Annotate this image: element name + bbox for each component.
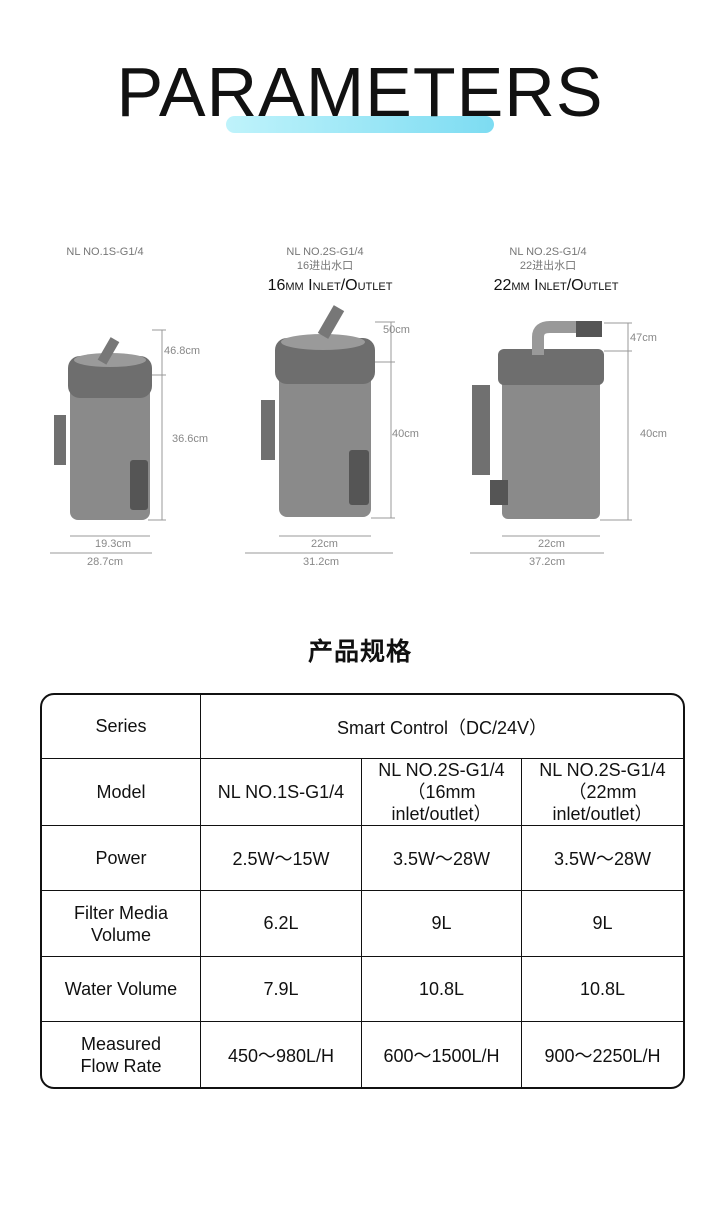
dim-total-height: 50cm [383,324,410,336]
table-cell: 2.5W～15W [201,826,362,891]
table-cell: NL NO.2S-G1/4 （22mm inlet/outlet） [522,759,683,826]
dim-body-height: 40cm [392,428,419,440]
spec-table: Series Smart Control（DC/24V） Model NL NO… [40,693,685,1089]
table-cell: NL NO.1S-G1/4 [201,759,362,826]
dim-total-width: 28.7cm [87,556,124,568]
table-row: Water Volume 7.9L 10.8L 10.8L [42,957,683,1022]
table-cell: 6.2L [201,891,362,957]
section-title: 产品规格 [307,638,412,666]
table-row: Measured Flow Rate 450～980L/H 600～1500L/… [42,1022,683,1087]
table-row: Power 2.5W～15W 3.5W～28W 3.5W～28W [42,826,683,891]
series-value-cell: Smart Control（DC/24V） [201,695,683,759]
table-cell: 600～1500L/H [362,1022,522,1087]
table-cell: 9L [522,891,683,957]
product-model-label: NL NO.2S-G1/4 [286,246,364,258]
dim-base-width: 19.3cm [95,538,132,550]
row-header-cell: Filter Media Volume [42,891,201,957]
product-inlet-label: 22mm Inlet/Outlet [493,277,619,294]
row-header-cell: Power [42,826,201,891]
dim-body-height: 36.6cm [172,433,209,445]
row-header-cell: Water Volume [42,957,201,1022]
filter-canister-illustration [50,329,166,554]
table-cell: NL NO.2S-G1/4 （16mm inlet/outlet） [362,759,522,826]
table-row: Filter Media Volume 6.2L 9L 9L [42,891,683,957]
table-cell: 900～2250L/H [544,1045,661,1066]
table-cell: 3.5W～28W [362,826,522,891]
dim-total-height: 47cm [630,332,657,344]
row-header-cell: Series [42,695,201,759]
dim-total-height: 46.8cm [164,345,201,357]
table-cell: 10.8L [362,957,522,1022]
filter-canister-illustration [470,321,632,554]
dim-body-height: 40cm [640,428,667,440]
table-cell: 450～980L/H [201,1022,362,1087]
table-row: Series Smart Control（DC/24V） [42,695,683,759]
dim-base-width: 22cm [538,538,565,550]
product-inlet-cn: 22进出水口 [519,260,577,272]
product-inlet-cn: 16进出水口 [296,260,354,272]
product-inlet-label: 16mm Inlet/Outlet [267,277,393,294]
filter-canister-illustration [245,305,395,554]
table-cell: 10.8L [522,957,683,1022]
title-underline-accent [226,116,494,133]
table-cell: 9L [362,891,522,957]
page-title: PARAMETERS [116,53,604,131]
table-row: Model NL NO.1S-G1/4 NL NO.2S-G1/4 （16mm … [42,759,683,826]
row-header-cell: Model [42,759,201,826]
dim-base-width: 22cm [311,538,338,550]
dim-total-width: 31.2cm [303,556,340,568]
table-cell: 7.9L [201,957,362,1022]
table-cell: 3.5W～28W [522,826,683,891]
dim-total-width: 37.2cm [529,556,566,568]
product-model-label: NL NO.2S-G1/4 [509,246,587,258]
row-header-cell: Measured Flow Rate [42,1022,201,1087]
product-model-label: NL NO.1S-G1/4 [66,246,144,258]
